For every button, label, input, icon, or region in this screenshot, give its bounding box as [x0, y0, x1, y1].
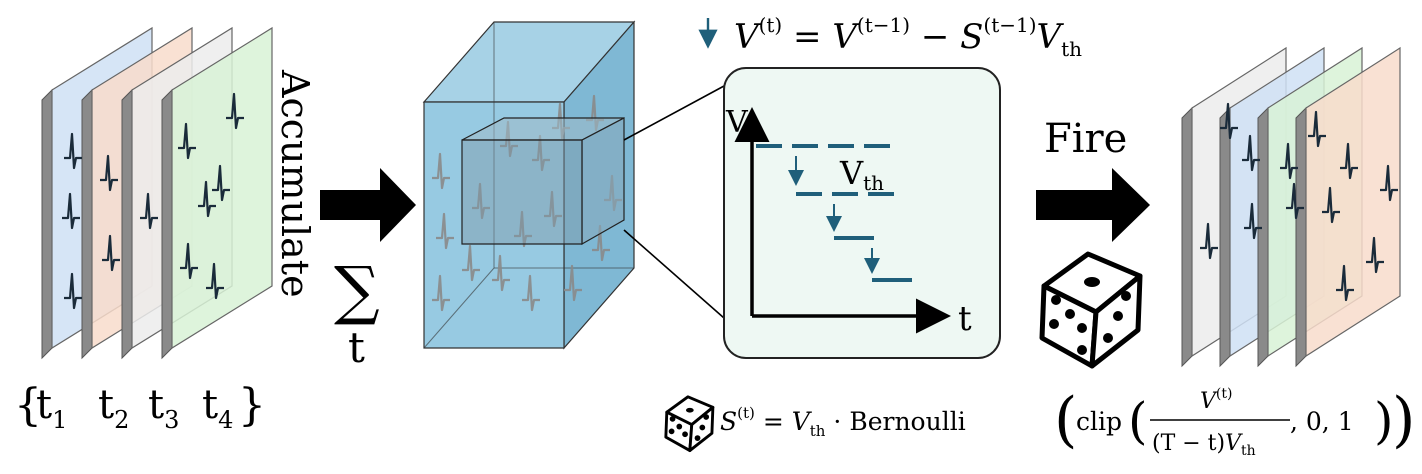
svg-text:, 0, 1: , 0, 1 — [1290, 407, 1354, 436]
spike-glyph — [140, 192, 158, 230]
spike-glyph — [226, 92, 244, 130]
sum-symbol: ∑ — [334, 254, 380, 328]
timestep-3-label: t3 — [148, 382, 179, 434]
fire-arrow — [1036, 168, 1150, 242]
input-spikes — [62, 92, 244, 310]
spike-glyph — [102, 234, 120, 272]
timestep-4-label: t4 — [202, 382, 233, 434]
output-spikes — [1200, 102, 1398, 302]
spike-glyph — [198, 180, 216, 218]
svg-text:V(t) = V(t−1) − S(t−1)Vth: V(t) = V(t−1) − S(t−1)Vth — [734, 13, 1082, 61]
spike-glyph — [514, 210, 532, 248]
svg-text:clip: clip — [1076, 407, 1122, 436]
dice-icon — [1039, 251, 1143, 369]
spike-glyph — [1308, 110, 1326, 148]
zoom-line-top — [623, 85, 725, 141]
spike-glyph — [1280, 142, 1298, 180]
svg-text:(: ( — [1054, 385, 1077, 455]
input-frame-stack — [41, 26, 273, 360]
spike-glyph — [1322, 186, 1340, 224]
spike-glyph — [492, 254, 510, 292]
svg-text:(T − t)Vth: (T − t)Vth — [1152, 431, 1256, 459]
cube-inner-region — [461, 117, 625, 246]
timestep-labels: { t1 t2 t3 t4 } — [14, 380, 266, 434]
timestep-close-brace: } — [238, 380, 266, 431]
spike-generation-formula: S(t) = Vth · Bernoulli ( clip ( V(t) (T … — [664, 385, 1415, 459]
svg-text:): ) — [1374, 392, 1394, 450]
plot-y-label: V — [725, 105, 749, 140]
output-frame-stack — [1181, 46, 1401, 368]
spike-glyph — [64, 132, 82, 170]
membrane-staircase — [756, 144, 912, 282]
membrane-update-formula: V(t) = V(t−1) − S(t−1)Vth — [698, 13, 1082, 61]
spike-glyph — [1366, 236, 1384, 274]
timestep-open-brace: { — [14, 380, 42, 431]
spike-glyph — [436, 212, 454, 250]
zoom-line-bottom — [623, 229, 725, 319]
spike-glyph — [1220, 102, 1238, 140]
spike-glyph — [522, 274, 540, 312]
spike-glyph — [1244, 202, 1262, 240]
spike-glyph — [462, 244, 480, 282]
potential-drop-arrows — [788, 156, 880, 274]
timestep-1-label: t1 — [36, 382, 67, 434]
membrane-potential-cube — [422, 20, 636, 350]
threshold-plot-panel: V t Vth — [723, 67, 1001, 359]
spike-glyph — [432, 152, 450, 190]
spike-glyph — [1380, 164, 1398, 202]
fire-label: Fire — [1044, 116, 1127, 162]
spike-glyph — [432, 274, 450, 312]
spike-glyph — [1340, 142, 1358, 180]
spike-glyph — [592, 224, 610, 262]
spike-glyph — [564, 264, 582, 302]
svg-text:(: ( — [1128, 392, 1148, 450]
spike-glyph — [64, 272, 82, 310]
spike-glyph — [1242, 134, 1260, 172]
spike-glyph — [206, 262, 224, 300]
timestep-2-label: t2 — [98, 382, 129, 434]
spike-glyph — [178, 122, 196, 160]
svg-text:S(t) = Vth · Bernoulli: S(t) = Vth · Bernoulli — [720, 404, 966, 440]
spike-glyph — [180, 242, 198, 280]
threshold-label: Vth — [839, 154, 884, 195]
svg-text:): ) — [1392, 385, 1415, 455]
output-frame-4 — [1295, 46, 1401, 368]
sum-subscript: t — [348, 323, 365, 372]
spike-glyph — [544, 190, 562, 228]
spike-glyph — [62, 192, 80, 230]
spike-glyph — [1336, 264, 1354, 302]
spike-glyph — [100, 154, 118, 192]
plot-x-label: t — [958, 299, 972, 339]
spike-glyph — [532, 134, 550, 172]
svg-text:V(t): V(t) — [1200, 386, 1232, 414]
formula-dice-icon — [664, 395, 715, 453]
accumulate-arrow — [320, 168, 416, 242]
spike-glyph — [1286, 182, 1304, 220]
spike-glyph — [212, 164, 230, 202]
spike-glyph — [1200, 222, 1218, 260]
accumulate-label: Accumulate — [273, 69, 317, 298]
spike-glyph — [472, 182, 490, 220]
